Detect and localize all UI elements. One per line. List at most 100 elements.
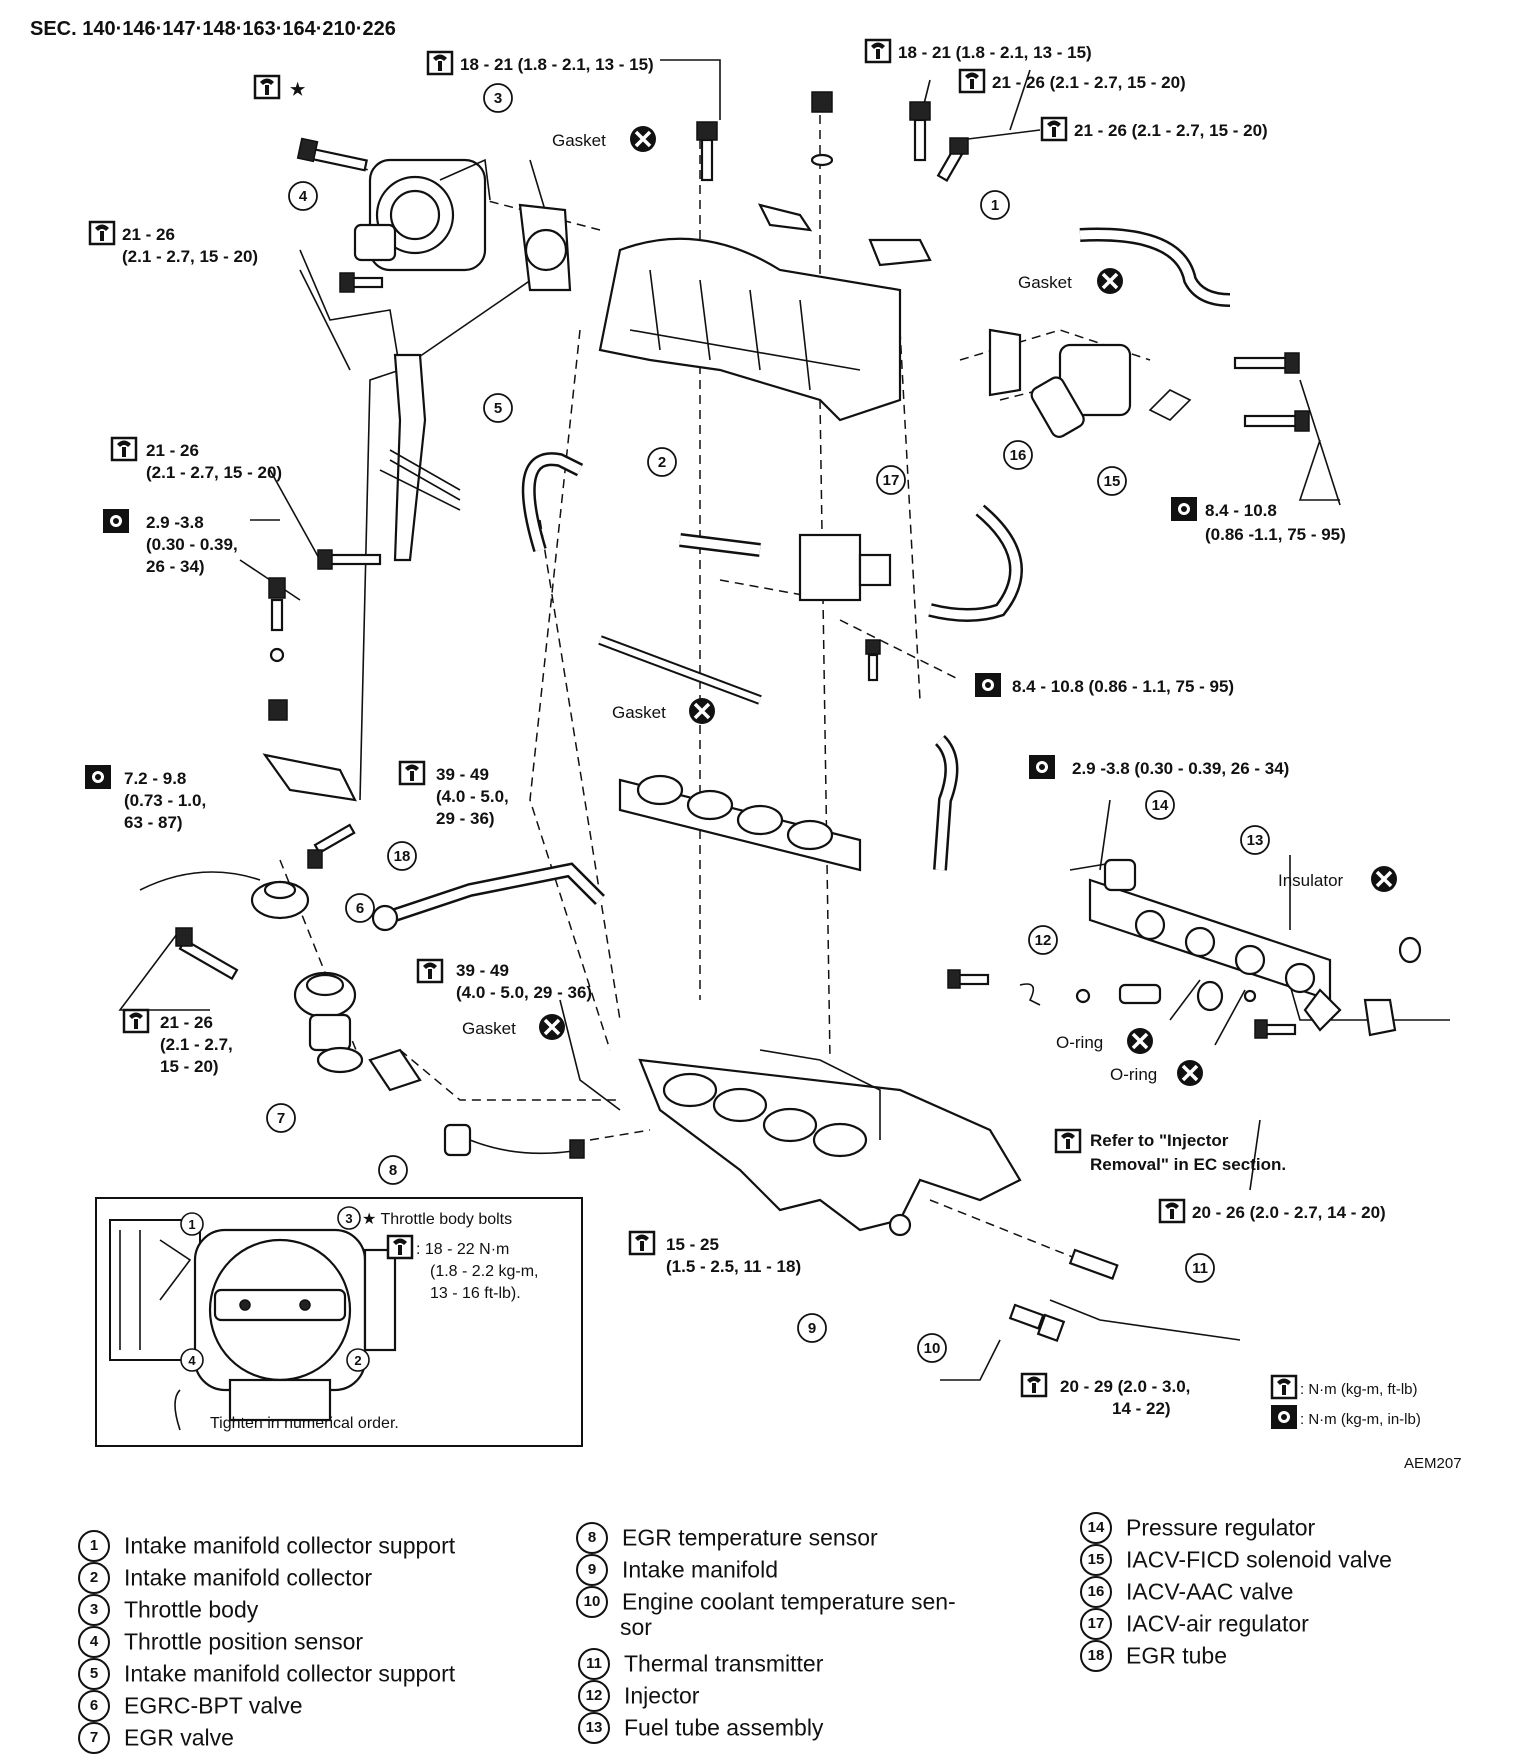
o-ring-label: O-ring bbox=[1110, 1065, 1157, 1084]
torque-value: (0.86 -1.1, 75 - 95) bbox=[1205, 525, 1346, 544]
inset-num-1: 1 bbox=[180, 1212, 204, 1236]
inset-torque: : 18 - 22 N·m bbox=[416, 1241, 509, 1258]
callout-10: 10 bbox=[917, 1333, 947, 1363]
inset-num-4: 4 bbox=[180, 1348, 204, 1372]
inset-title: ★ Throttle body bolts bbox=[362, 1211, 512, 1228]
insulator-label: Insulator bbox=[1278, 871, 1344, 890]
injector-note: Removal" in EC section. bbox=[1090, 1155, 1286, 1174]
gasket-label: Gasket bbox=[612, 703, 666, 722]
bolts-right bbox=[1233, 352, 1310, 432]
svg-text:5: 5 bbox=[494, 400, 502, 417]
svg-text:14: 14 bbox=[1152, 797, 1169, 814]
figure-code: AEM207 bbox=[1404, 1455, 1462, 1472]
injector-brackets bbox=[947, 969, 1397, 1039]
torque-value: (4.0 - 5.0, 29 - 36) bbox=[456, 983, 592, 1002]
inset-num-2: 2 bbox=[346, 1348, 370, 1372]
svg-text:8: 8 bbox=[389, 1162, 397, 1179]
inset-torque: (1.8 - 2.2 kg-m, bbox=[430, 1263, 538, 1280]
unit-inch: : N·m (kg-m, in-lb) bbox=[1300, 1411, 1421, 1428]
torque-value: 8.4 - 10.8 (0.86 - 1.1, 75 - 95) bbox=[1012, 677, 1234, 696]
torque-value: 2.9 -3.8 (0.30 - 0.39, 26 - 34) bbox=[1072, 759, 1289, 778]
torque-value: 21 - 26 bbox=[122, 225, 175, 244]
callout-7: 7 bbox=[266, 1103, 296, 1133]
torque-value: (4.0 - 5.0, bbox=[436, 787, 509, 806]
svg-text:9: 9 bbox=[808, 1320, 816, 1337]
coolant-temp-sensor bbox=[1008, 1303, 1066, 1343]
manifold-gasket bbox=[618, 774, 862, 872]
torque-value: 21 - 26 (2.1 - 2.7, 15 - 20) bbox=[1074, 121, 1268, 140]
svg-text:2: 2 bbox=[354, 1353, 361, 1368]
bolts-top bbox=[696, 91, 969, 182]
torque-value: 26 - 34) bbox=[146, 557, 205, 576]
iacv-air-regulator bbox=[798, 533, 892, 682]
inset-num-3: 3 bbox=[337, 1206, 361, 1230]
collector-support-1 bbox=[757, 203, 932, 267]
bolt bbox=[175, 823, 356, 981]
egr-tube bbox=[371, 862, 605, 932]
torque-value: 20 - 26 (2.0 - 2.7, 14 - 20) bbox=[1192, 1203, 1386, 1222]
collector-support-5 bbox=[299, 269, 461, 562]
svg-text:11: 11 bbox=[1192, 1260, 1208, 1277]
torque-value: 18 - 21 (1.8 - 2.1, 13 - 15) bbox=[460, 55, 654, 74]
torque-value: 29 - 36) bbox=[436, 809, 495, 828]
svg-text:1: 1 bbox=[188, 1217, 195, 1232]
callout-11: 11 bbox=[1185, 1253, 1215, 1283]
svg-text:10: 10 bbox=[924, 1340, 941, 1357]
torque-value: 7.2 - 9.8 bbox=[124, 769, 186, 788]
bolt bbox=[296, 137, 368, 172]
callout-9: 9 bbox=[797, 1313, 827, 1343]
torque-value: 21 - 26 bbox=[146, 441, 199, 460]
callout-2: 2 bbox=[647, 447, 677, 477]
torque-value: 8.4 - 10.8 bbox=[1205, 501, 1277, 520]
iacv-assembly bbox=[988, 328, 1192, 438]
injector bbox=[1019, 980, 1257, 1012]
torque-value: 14 - 22) bbox=[1112, 1399, 1171, 1418]
svg-text:6: 6 bbox=[356, 900, 364, 917]
gasket-label: Gasket bbox=[552, 131, 606, 150]
svg-text:1: 1 bbox=[991, 197, 999, 214]
svg-text:16: 16 bbox=[1010, 447, 1027, 464]
air-hoses bbox=[521, 452, 1023, 871]
injector-note: Refer to "Injector bbox=[1090, 1131, 1229, 1150]
svg-text:7: 7 bbox=[277, 1110, 285, 1127]
callout-13: 13 bbox=[1240, 825, 1270, 855]
torque-value: (0.30 - 0.39, bbox=[146, 535, 238, 554]
bolt bbox=[317, 272, 384, 570]
torque-value: 15 - 25 bbox=[666, 1235, 719, 1254]
replacement-labels: Gasket Gasket Gasket Gasket Insulator O-… bbox=[462, 124, 1399, 1174]
torque-value: 21 - 26 bbox=[160, 1013, 213, 1032]
unit-key: : N·m (kg-m, ft-lb) : N·m (kg-m, in-lb) bbox=[1270, 1374, 1421, 1429]
torque-value: (0.73 - 1.0, bbox=[124, 791, 206, 810]
svg-text:3: 3 bbox=[345, 1211, 352, 1226]
torque-value: 21 - 26 (2.1 - 2.7, 15 - 20) bbox=[992, 73, 1186, 92]
gasket-label: Gasket bbox=[1018, 273, 1072, 292]
o-ring-label: O-ring bbox=[1056, 1033, 1103, 1052]
thermal-transmitter bbox=[1068, 1248, 1119, 1280]
inset-torque: 13 - 16 ft-lb). bbox=[430, 1285, 521, 1302]
callout-6: 6 bbox=[345, 893, 375, 923]
hose bbox=[1079, 227, 1231, 307]
torque-value: 39 - 49 bbox=[436, 765, 489, 784]
svg-text:13: 13 bbox=[1247, 832, 1264, 849]
callout-16: 16 bbox=[1003, 440, 1033, 470]
callout-4: 4 bbox=[288, 181, 318, 211]
fuel-tube-assembly bbox=[1069, 799, 1332, 1002]
torque-value: 18 - 21 (1.8 - 2.1, 13 - 15) bbox=[898, 43, 1092, 62]
unit-standard: : N·m (kg-m, ft-lb) bbox=[1300, 1381, 1418, 1398]
torque-value: (2.1 - 2.7, 15 - 20) bbox=[146, 463, 282, 482]
callout-15: 15 bbox=[1097, 466, 1127, 496]
inset-note: Tighten in numerical order. bbox=[210, 1415, 399, 1432]
